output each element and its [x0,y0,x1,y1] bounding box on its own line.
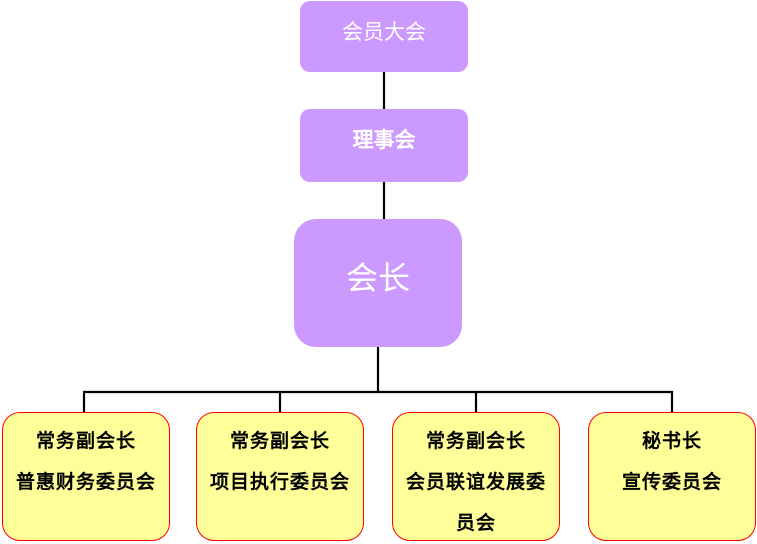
board-box: 理事会 [300,109,468,182]
unit-box-finance: 常务副会长 普惠财务委员会 [2,412,170,541]
unit-committee: 普惠财务委员会 [15,471,156,493]
member-assembly-label: 会员大会 [342,19,426,44]
president-label: 会长 [345,259,410,297]
unit-box-project: 常务副会长 项目执行委员会 [196,412,364,541]
unit-committee: 项目执行委员会 [209,471,350,493]
unit-box-publicity: 秘书长 宣传委员会 [588,412,756,541]
unit-title: 秘书长 [641,430,702,452]
board-label: 理事会 [352,127,416,152]
unit-title: 常务副会长 [229,430,330,452]
member-assembly-box: 会员大会 [300,1,468,72]
president-box: 会长 [294,219,462,347]
unit-title: 常务副会长 [35,430,136,452]
unit-box-member-relations: 常务副会长 会员联谊发展委员会 [392,412,560,541]
unit-title: 常务副会长 [425,430,526,452]
unit-committee: 宣传委员会 [621,471,722,493]
unit-committee: 会员联谊发展委员会 [405,471,546,534]
